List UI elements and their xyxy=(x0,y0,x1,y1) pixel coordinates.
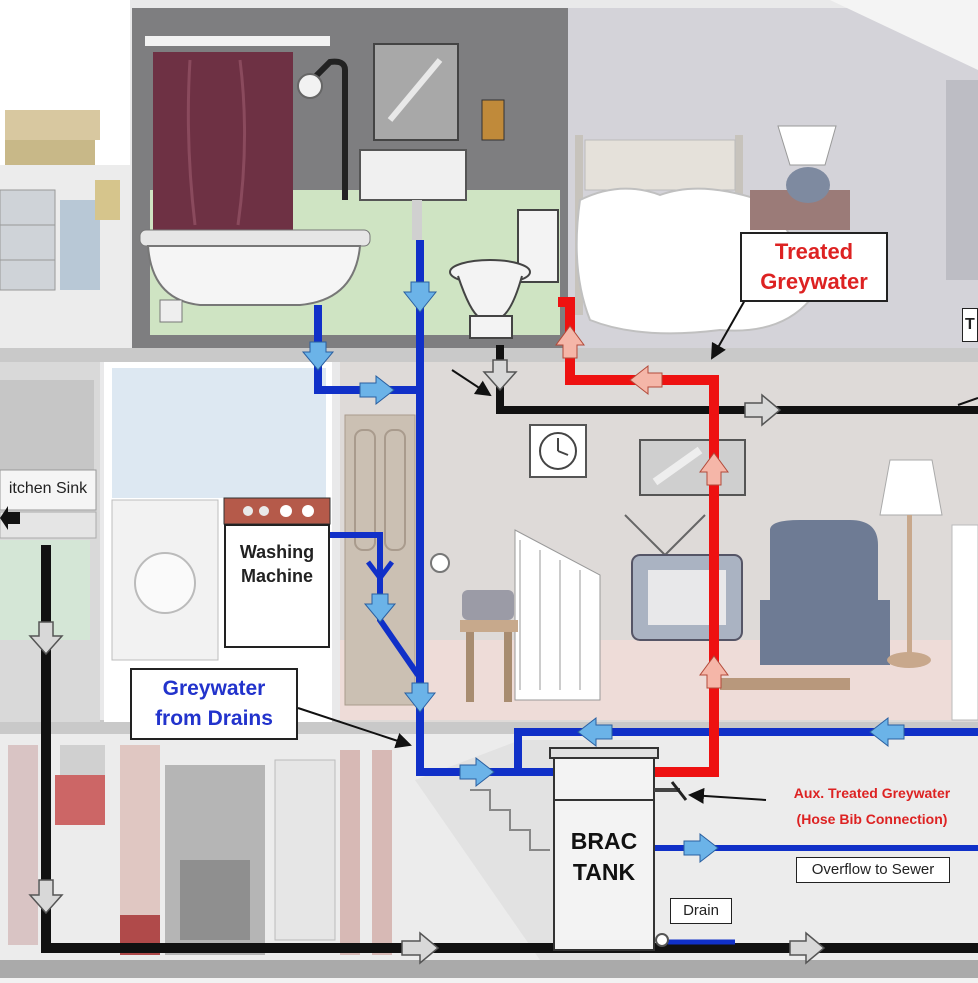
greywater-from-drains-label-line1: Greywater xyxy=(162,677,266,700)
curtain-rod xyxy=(145,36,330,46)
outlet-icon xyxy=(95,180,120,220)
washing-machine-label-line1: Washing xyxy=(239,542,315,562)
bathtub xyxy=(146,245,362,306)
washing-machine-controls xyxy=(223,497,331,525)
tank-lid xyxy=(553,751,655,803)
floor-lamp-icon xyxy=(879,459,943,516)
overflow-to-sewer-label: Overflow to Sewer xyxy=(796,857,950,883)
aux-treated-greywater-label-line2: (Hose Bib Connection) xyxy=(796,811,948,827)
shower-curtain xyxy=(153,52,293,230)
kitchen-sink-label: itchen Sink xyxy=(8,480,88,497)
washing-machine: Washing Machine xyxy=(224,524,330,648)
bathroom-sink xyxy=(359,149,467,201)
kitchen-counter xyxy=(0,469,97,511)
greywater-from-drains-label: Greywater from Drains xyxy=(130,668,298,740)
aux-treated-greywater-label-line1: Aux. Treated Greywater xyxy=(793,785,951,801)
treated-greywater-label: Treated Greywater xyxy=(740,232,888,302)
drain-label: Drain xyxy=(670,898,732,924)
sewer-pipe-lower xyxy=(41,545,978,953)
brac-tank-label-line2: TANK xyxy=(572,859,636,885)
blue-flow-arrows xyxy=(301,281,905,864)
treated-greywater-label-line2: Greywater xyxy=(760,269,868,294)
outlet-icon xyxy=(481,99,505,141)
treated-greywater-label-line1: Treated xyxy=(774,239,854,264)
washing-machine-label-line2: Machine xyxy=(240,566,314,586)
brac-tank xyxy=(553,799,655,951)
greywater-return-pipe xyxy=(514,728,978,770)
shower-head-icon xyxy=(297,73,323,99)
armchair-icon xyxy=(760,520,890,665)
painting xyxy=(639,439,746,496)
telephone-icon xyxy=(462,590,514,620)
brac-tank-label: BRAC TANK xyxy=(554,826,654,888)
pink-flow-arrows xyxy=(555,325,729,689)
edge-label: T xyxy=(962,308,978,342)
greywater-stack xyxy=(416,240,554,776)
brac-tank-label-line1: BRAC xyxy=(570,828,638,854)
grey-flow-arrows xyxy=(28,359,826,965)
aux-treated-greywater-label: Aux. Treated Greywater (Hose Bib Connect… xyxy=(768,780,976,832)
lamp-icon xyxy=(777,125,837,166)
greywater-from-drains-label-line2: from Drains xyxy=(155,707,273,730)
hose-bib-icon xyxy=(670,781,688,801)
